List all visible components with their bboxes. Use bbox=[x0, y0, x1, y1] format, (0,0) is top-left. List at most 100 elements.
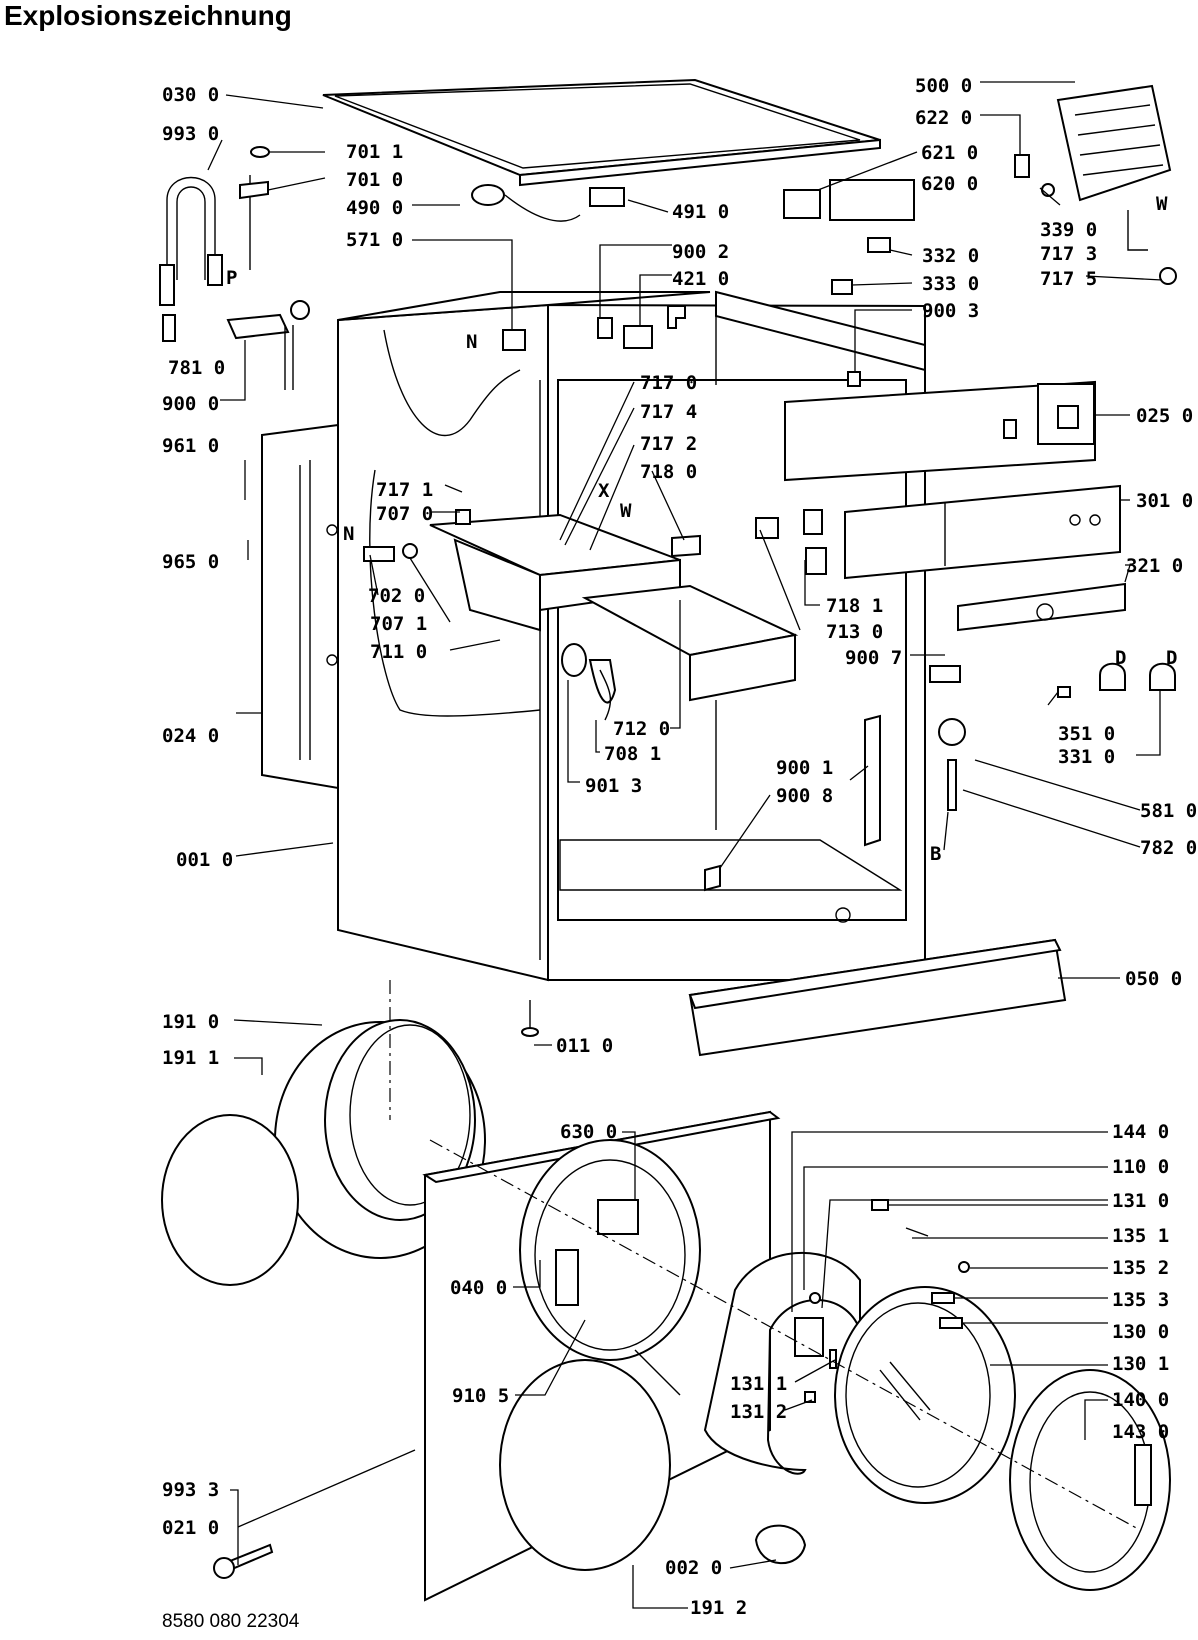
label-050-0: 050 0 bbox=[1125, 968, 1182, 990]
label-131-1: 131 1 bbox=[730, 1373, 787, 1395]
label-707-1: 707 1 bbox=[370, 613, 427, 635]
label-490-0: 490 0 bbox=[346, 197, 403, 219]
label-332-0: 332 0 bbox=[922, 245, 979, 267]
label-N-mid: N bbox=[343, 523, 354, 545]
label-030-0: 030 0 bbox=[162, 84, 219, 106]
label-191-0: 191 0 bbox=[162, 1011, 219, 1033]
label-135-1: 135 1 bbox=[1112, 1225, 1169, 1247]
label-702-0: 702 0 bbox=[368, 585, 425, 607]
label-965-0: 965 0 bbox=[162, 551, 219, 573]
label-622-0: 622 0 bbox=[915, 107, 972, 129]
label-993-3: 993 3 bbox=[162, 1479, 219, 1501]
label-910-5: 910 5 bbox=[452, 1385, 509, 1407]
detergent-dispenser bbox=[363, 509, 827, 721]
label-144-0: 144 0 bbox=[1112, 1121, 1169, 1143]
door-hardware bbox=[804, 1199, 970, 1403]
label-717-0: 717 0 bbox=[640, 372, 697, 394]
label-621-0: 621 0 bbox=[921, 142, 978, 164]
label-025-0: 025 0 bbox=[1136, 405, 1193, 427]
plinth bbox=[688, 907, 1067, 1057]
electronic-module bbox=[783, 84, 1177, 387]
label-900-8: 900 8 bbox=[776, 785, 833, 807]
label-782-0: 782 0 bbox=[1140, 837, 1197, 859]
label-717-3: 717 3 bbox=[1040, 243, 1097, 265]
label-900-1: 900 1 bbox=[776, 757, 833, 779]
label-718-1: 718 1 bbox=[826, 595, 883, 617]
label-491-0: 491 0 bbox=[672, 201, 729, 223]
label-024-0: 024 0 bbox=[162, 725, 219, 747]
label-351-0: 351 0 bbox=[1058, 723, 1115, 745]
label-D-left: D bbox=[1115, 647, 1126, 669]
label-135-2: 135 2 bbox=[1112, 1257, 1169, 1279]
label-321-0: 321 0 bbox=[1126, 555, 1183, 577]
label-021-0: 021 0 bbox=[162, 1517, 219, 1539]
label-191-2: 191 2 bbox=[690, 1597, 747, 1619]
label-191-1: 191 1 bbox=[162, 1047, 219, 1069]
label-900-2: 900 2 bbox=[672, 241, 729, 263]
diagram-title: Explosionszeichnung bbox=[4, 0, 292, 31]
side-panel bbox=[261, 423, 339, 790]
label-711-0: 711 0 bbox=[370, 641, 427, 663]
label-708-1: 708 1 bbox=[604, 743, 661, 765]
cable-harness bbox=[471, 184, 686, 351]
label-011-0: 011 0 bbox=[556, 1035, 613, 1057]
label-717-4: 717 4 bbox=[640, 401, 697, 423]
label-701-1: 701 1 bbox=[346, 141, 403, 163]
label-331-0: 331 0 bbox=[1058, 746, 1115, 768]
label-630-0: 630 0 bbox=[560, 1121, 617, 1143]
front-panel bbox=[422, 1110, 807, 1602]
label-900-7: 900 7 bbox=[845, 647, 902, 669]
label-581-0: 581 0 bbox=[1140, 800, 1197, 822]
label-130-1: 130 1 bbox=[1112, 1353, 1169, 1375]
label-110-0: 110 0 bbox=[1112, 1156, 1169, 1178]
label-993-0: 993 0 bbox=[162, 123, 219, 145]
label-701-0: 701 0 bbox=[346, 169, 403, 191]
document-number: 8580 080 22304 bbox=[162, 1611, 300, 1632]
part-labels: 030 0 993 0 701 1 701 0 490 0 491 0 571 … bbox=[162, 75, 1197, 1619]
label-620-0: 620 0 bbox=[921, 173, 978, 195]
screw-011 bbox=[521, 1000, 539, 1037]
top-lid bbox=[322, 78, 881, 187]
label-143-0: 143 0 bbox=[1112, 1421, 1169, 1443]
leader-lines bbox=[207, 81, 1163, 1609]
label-718-0: 718 0 bbox=[640, 461, 697, 483]
label-717-1: 717 1 bbox=[376, 479, 433, 501]
label-571-0: 571 0 bbox=[346, 229, 403, 251]
label-781-0: 781 0 bbox=[168, 357, 225, 379]
control-panel-assembly bbox=[704, 380, 1176, 892]
label-500-0: 500 0 bbox=[915, 75, 972, 97]
inlet-hose bbox=[159, 146, 310, 390]
label-717-2: 717 2 bbox=[640, 433, 697, 455]
label-900-3: 900 3 bbox=[922, 300, 979, 322]
label-333-0: 333 0 bbox=[922, 273, 979, 295]
label-140-0: 140 0 bbox=[1112, 1389, 1169, 1411]
label-301-0: 301 0 bbox=[1136, 490, 1193, 512]
door-glass bbox=[834, 1286, 1016, 1504]
label-707-0: 707 0 bbox=[376, 503, 433, 525]
label-B: B bbox=[930, 843, 941, 865]
label-D-right: D bbox=[1166, 647, 1177, 669]
label-900-0: 900 0 bbox=[162, 393, 219, 415]
label-961-0: 961 0 bbox=[162, 435, 219, 457]
door-frame bbox=[703, 1251, 861, 1475]
label-130-0: 130 0 bbox=[1112, 1321, 1169, 1343]
label-131-0: 131 0 bbox=[1112, 1190, 1169, 1212]
label-W-mid: W bbox=[620, 500, 632, 522]
label-901-3: 901 3 bbox=[585, 775, 642, 797]
spanner-tool bbox=[213, 1543, 274, 1579]
label-421-0: 421 0 bbox=[672, 268, 729, 290]
label-W-top: W bbox=[1156, 193, 1168, 215]
label-339-0: 339 0 bbox=[1040, 219, 1097, 241]
label-712-0: 712 0 bbox=[613, 718, 670, 740]
label-002-0: 002 0 bbox=[665, 1557, 722, 1579]
label-P: P bbox=[226, 267, 237, 289]
label-713-0: 713 0 bbox=[826, 621, 883, 643]
label-040-0: 040 0 bbox=[450, 1277, 507, 1299]
label-135-3: 135 3 bbox=[1112, 1289, 1169, 1311]
label-131-2: 131 2 bbox=[730, 1401, 787, 1423]
label-N-top: N bbox=[466, 331, 477, 353]
label-717-5: 717 5 bbox=[1040, 268, 1097, 290]
label-X: X bbox=[598, 480, 610, 502]
label-001-0: 001 0 bbox=[176, 849, 233, 871]
door-ring bbox=[429, 1139, 1171, 1591]
